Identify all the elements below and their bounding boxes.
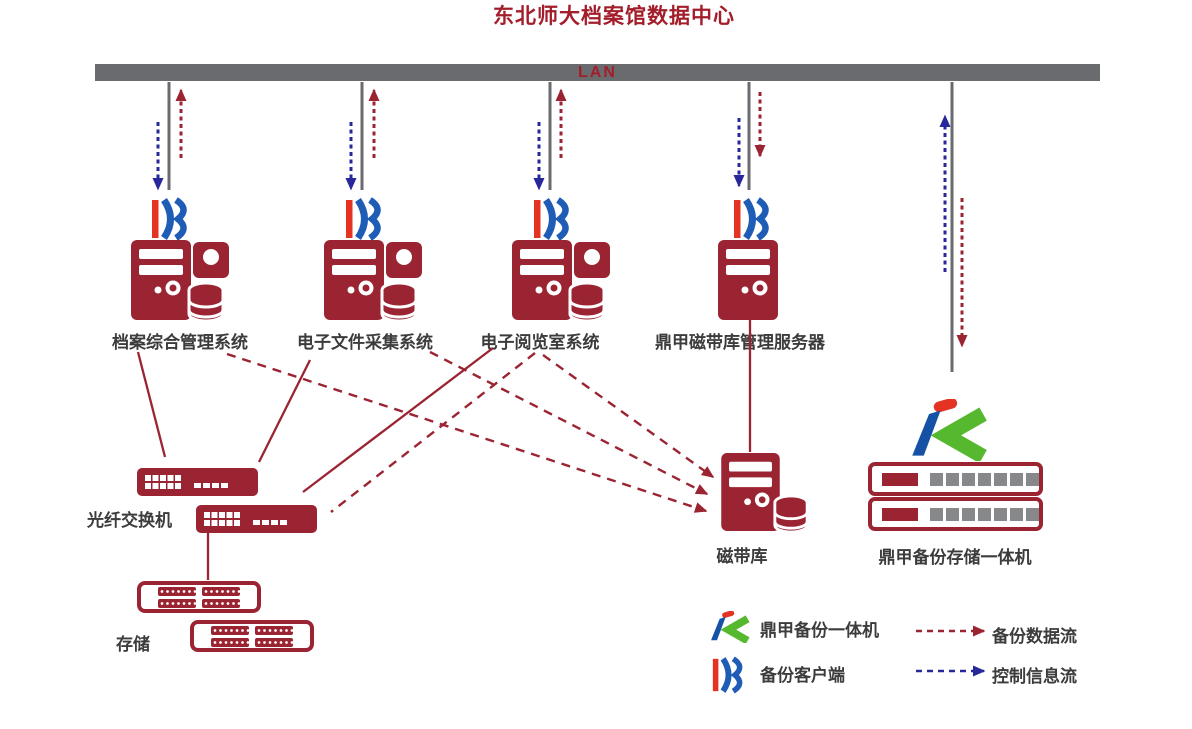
backup-client-logo-icon — [534, 197, 569, 241]
backup-flow-collect-to-tape — [429, 350, 709, 496]
server-tower-icon — [324, 240, 384, 320]
backup-appliance-unit-icon — [868, 497, 1043, 531]
backup-client-logo-icon — [346, 197, 381, 241]
server-label-collect-system: 电子文件采集系统 — [297, 333, 433, 352]
backup-client-logo-icon — [734, 197, 769, 241]
server-tower-icon — [512, 240, 572, 320]
backup-flow-reading-to-switch — [330, 352, 536, 513]
backup-flow-archive-to-tape — [226, 352, 708, 513]
tape-library-label: 磁带库 — [716, 547, 768, 566]
backup-flow-diagonals — [226, 350, 715, 513]
database-stack-icon — [568, 281, 606, 323]
appliance-label: 鼎甲备份存储一体机 — [878, 548, 1032, 567]
fiber-switch-label: 光纤交换机 — [87, 511, 172, 530]
server-label-archive-system: 档案综合管理系统 — [112, 333, 248, 352]
disk-box-icon — [574, 242, 610, 278]
disk-box-icon — [386, 242, 422, 278]
fiber-links — [136, 318, 752, 580]
backup-flow-vertical-arrows — [175, 88, 968, 348]
server-tower-icon — [718, 240, 778, 320]
disk-box-icon — [193, 242, 229, 278]
fiber-switch-icon — [196, 505, 317, 533]
dingjia-ik-logo-icon — [912, 399, 987, 461]
dingjia-ik-logo-icon — [711, 611, 750, 643]
lan-bus-bar — [95, 64, 1100, 81]
storage-array-icon — [190, 620, 314, 652]
page-title: 东北师大档案馆数据中心 — [493, 5, 735, 28]
backup-client-logo-icon — [152, 197, 187, 241]
fiber-switch-icon — [137, 468, 258, 496]
link-server2-switch1 — [257, 359, 312, 463]
database-stack-icon — [187, 281, 225, 323]
link-server3-switch2 — [302, 347, 494, 493]
control-flow-arrows — [152, 114, 951, 272]
legend-control-flow-label: 控制信息流 — [992, 667, 1077, 686]
lan-label: LAN — [578, 64, 617, 81]
database-stack-icon — [773, 494, 809, 534]
backup-appliance-unit-icon — [868, 462, 1043, 496]
legend-backup-flow-label: 备份数据流 — [992, 627, 1077, 646]
legend-client-label: 备份客户端 — [760, 666, 845, 685]
tape-library-icon — [721, 453, 780, 531]
backup-flow-reading-to-tape — [542, 354, 715, 478]
server-label-tape-mgmt-server: 鼎甲磁带库管理服务器 — [655, 333, 825, 352]
server-label-reading-system: 电子阅览室系统 — [480, 333, 600, 352]
link-server1-switch1 — [136, 351, 167, 458]
server-tower-icon — [131, 240, 191, 320]
storage-array-icon — [137, 581, 261, 613]
lan-drop-lines — [167, 82, 954, 372]
legend-appliance-label: 鼎甲备份一体机 — [760, 621, 879, 640]
storage-label: 存储 — [116, 635, 150, 654]
database-stack-icon — [380, 281, 418, 323]
backup-client-logo-icon — [712, 656, 743, 694]
